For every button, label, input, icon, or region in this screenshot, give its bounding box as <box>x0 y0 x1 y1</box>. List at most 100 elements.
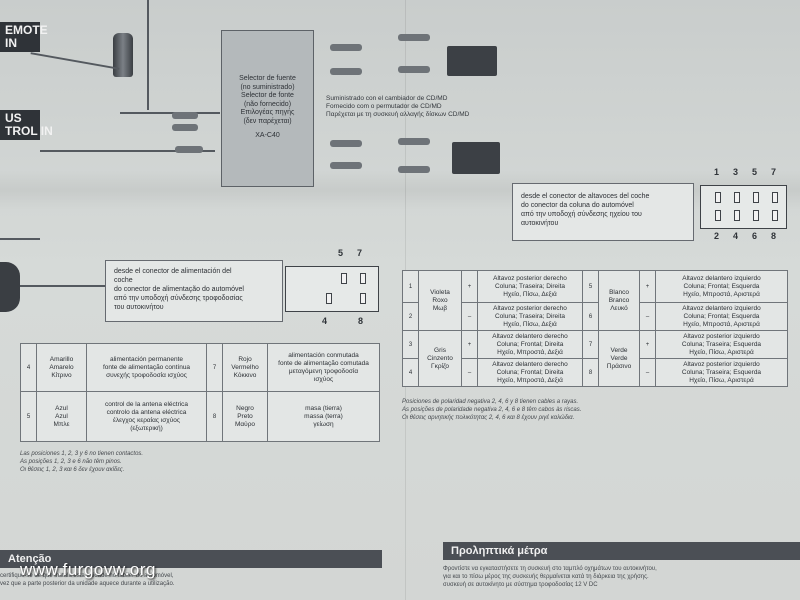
connector-pin <box>772 192 778 203</box>
selector-line: (δεν παρέχεται) <box>243 117 292 125</box>
connector-pin <box>360 273 366 284</box>
desc-line: μεταγόμενη τροφοδοσία <box>288 367 359 375</box>
desc-line: control de la antena eléctrica <box>104 400 189 408</box>
color-line: Κίτρινο <box>51 371 72 379</box>
caution-text: certifique-se de que instala esta unidad… <box>0 572 390 588</box>
pin-cell: 3 <box>402 330 419 359</box>
color-line: Rojo <box>238 355 252 363</box>
desc-cell: Altavoz posterior izquierdo Coluna; Tras… <box>655 358 788 387</box>
desc-line: Ηχείο, Πίσω, Αριστερά <box>689 348 754 356</box>
speaker-note-line: As posições de polaridade negativa 2, 4,… <box>402 407 582 413</box>
connector-pin <box>753 210 759 221</box>
selector-model: XA-C40 <box>255 132 280 139</box>
color-line: Κόκκινο <box>233 371 257 379</box>
power-connector-diagram: 5 7 4 8 <box>285 248 380 333</box>
pin-number: 3 <box>733 167 739 177</box>
pin-cell: 2 <box>402 302 419 331</box>
desc-line: έλεγχος κεραίας ισχύος <box>113 416 180 424</box>
desc-line: controlo da antena eléctrica <box>106 408 187 416</box>
desc-line: γείωση <box>313 420 334 428</box>
desc-cell: alimentación permanente fonte de aliment… <box>86 343 207 392</box>
color-line: Roxo <box>432 296 448 304</box>
rca-plug-icon <box>398 166 430 173</box>
color-line: Λευκό <box>610 304 628 312</box>
power-note-line: Las posiciones 1, 2, 3 y 6 no tienen con… <box>20 451 144 457</box>
pin-cell: 6 <box>582 302 599 331</box>
section-header-caution: Atenção <box>0 550 382 568</box>
color-line: Verde <box>610 346 628 354</box>
power-source-line: από την υποδοχή σύνδεσης τροφοδοσίας <box>114 295 243 302</box>
rca-plug-icon <box>330 68 362 75</box>
power-note-line: As posições 1, 2, 3 e 6 não têm pinos. <box>20 459 122 465</box>
desc-line: Altavoz delantero izquierdo <box>682 304 761 312</box>
color-line: Negro <box>236 404 254 412</box>
speaker-wire-table: 1 Violeta Roxo Μωβ + Altavoz posterior d… <box>402 270 788 387</box>
connector-pin <box>715 192 721 203</box>
desc-line: Ηχείο, Πίσω, Αριστερά <box>689 376 754 384</box>
color-line: Vermelho <box>231 363 259 371</box>
pin-number: 1 <box>714 167 720 177</box>
rca-plug-icon <box>398 138 430 145</box>
desc-line: alimentación conmutada <box>288 351 359 359</box>
sign-cell: – <box>639 358 656 387</box>
desc-line: Coluna; Traseira; Direita <box>494 282 566 290</box>
connector-pin <box>326 293 332 304</box>
power-wire-table: 4 Amarillo Amarelo Κίτρινο alimentación … <box>20 343 380 442</box>
rca-plug-icon <box>330 140 362 147</box>
color-line: Amarillo <box>49 355 74 363</box>
remote-wire <box>147 0 149 110</box>
color-cell: Blanco Branco Λευκό <box>598 270 640 331</box>
connector-housing <box>285 266 379 312</box>
desc-cell: Altavoz posterior derecho Coluna; Trasei… <box>477 302 583 331</box>
selector-line: Selector de fuente <box>239 75 296 82</box>
connector-housing <box>700 185 787 229</box>
speaker-note: Posiciones de polaridad negativa 2, 4, 6… <box>402 398 581 422</box>
speaker-source-line: αυτοκινήτου <box>521 220 559 227</box>
caution-line: certifique-se de que instala esta unidad… <box>0 573 174 579</box>
pin-cell: 4 <box>402 358 419 387</box>
desc-cell: Altavoz posterior derecho Coluna; Trasei… <box>477 270 583 303</box>
desc-line: masa (tierra) <box>305 404 342 412</box>
desc-line: Ηχείο, Μπροστά, Δεξιά <box>497 376 563 384</box>
desc-line: Ηχείο, Μπροστά, Δεξιά <box>497 348 563 356</box>
color-line: Violeta <box>430 288 450 296</box>
speaker-connector-diagram: 1 3 5 7 2 4 6 8 <box>690 163 790 243</box>
desc-line: ισχύος <box>313 375 334 383</box>
desc-line: Altavoz delantero derecho <box>492 332 568 340</box>
desc-cell: Altavoz delantero derecho Coluna; Fronta… <box>477 330 583 359</box>
precautions-text: Φροντίστε να εγκαταστήσετε τη συσκευή στ… <box>443 565 793 589</box>
pin-cell: 7 <box>582 330 599 359</box>
changer-note-line: Παρέχεται με τη συσκευή αλλαγής δίσκων C… <box>326 111 470 118</box>
selector-line: (no suministrado) <box>240 83 295 91</box>
desc-line: fonte de alimentação contínua <box>102 363 191 371</box>
desc-line: Ηχείο, Πίσω, Δεξιά <box>503 320 557 328</box>
desc-line: Altavoz delantero izquierdo <box>682 274 761 282</box>
desc-line: Coluna; Frontal; Direita <box>496 340 564 348</box>
color-line: Azul <box>55 404 68 412</box>
desc-line: massa (terra) <box>304 412 343 420</box>
color-cell: Negro Preto Μαύρο <box>222 391 268 442</box>
power-note: Las posiciones 1, 2, 3 y 6 no tienen con… <box>20 450 143 474</box>
rca-plug-icon <box>175 146 203 153</box>
color-line: Μωβ <box>432 304 448 312</box>
desc-line: Coluna; Traseira; Direita <box>494 312 566 320</box>
desc-cell: alimentación conmutada fonte de alimenta… <box>267 343 380 392</box>
remote-in-label: EMOTE IN <box>0 22 48 52</box>
speaker-source-box: desde el conector de altavoces del coche… <box>512 183 694 241</box>
speaker-note-line: Posiciones de polaridad negativa 2, 4, 6… <box>402 399 579 405</box>
table-row: 5 Azul Azul Μπλε control de la antena el… <box>20 391 380 442</box>
desc-line: συνεχής τροφοδοσία ισχύος <box>106 371 187 379</box>
pin-number: 5 <box>338 248 344 258</box>
desc-cell: Altavoz posterior izquierdo Coluna; Tras… <box>655 330 788 359</box>
selector-line: Selector de fonte <box>241 92 294 99</box>
power-source-line: του αυτοκινήτου <box>114 304 164 311</box>
sign-cell: + <box>639 270 656 303</box>
pin-cell: 5 <box>20 391 37 442</box>
table-row: 1 Violeta Roxo Μωβ + Altavoz posterior d… <box>402 270 788 331</box>
color-line: Amarelo <box>49 363 74 371</box>
desc-cell: control de la antena eléctrica controlo … <box>86 391 207 442</box>
pin-number: 4 <box>322 316 328 326</box>
pin-number: 6 <box>752 231 758 241</box>
rca-plug-icon <box>172 124 198 131</box>
power-cable <box>0 238 40 240</box>
